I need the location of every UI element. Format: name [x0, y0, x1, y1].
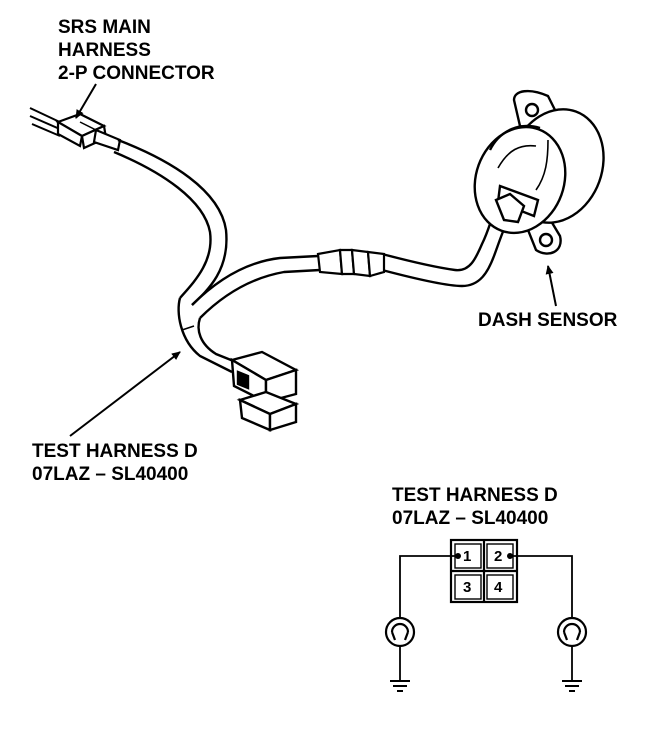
test-harness-schematic-line-1: TEST HARNESS D	[392, 485, 558, 506]
dash-sensor-label: DASH SENSOR	[478, 310, 618, 331]
ground-symbol-icon	[562, 680, 582, 692]
test-harness-lower-branch	[177, 297, 237, 374]
test-harness-left-line-1: TEST HARNESS D	[32, 441, 198, 462]
schematic-leads	[399, 555, 573, 680]
ground-symbol-icon	[390, 680, 410, 692]
pin-1-label: 1	[463, 548, 472, 565]
leader-arrows	[69, 83, 557, 437]
test-harness-label-left: TEST HARNESS D 07LAZ – SL40400	[32, 440, 198, 486]
srs-main-harness-line-2: HARNESS	[58, 40, 151, 61]
test-harness-schematic-line-2: 07LAZ – SL40400	[392, 508, 549, 529]
dash-sensor-body	[473, 89, 605, 255]
pin-dots	[455, 553, 513, 559]
pin-3-label: 3	[463, 579, 472, 596]
test-harness-left-line-2: 07LAZ – SL40400	[32, 464, 189, 485]
srs-main-harness-line-1: SRS MAIN	[58, 17, 151, 38]
test-lead-clip-icon	[384, 616, 416, 648]
srs-main-harness-label: SRS MAIN HARNESS 2-P CONNECTOR	[58, 16, 215, 85]
test-harness-d-connectors	[228, 350, 300, 432]
test-harness-cable-upper	[113, 138, 228, 306]
schematic-connector	[449, 538, 519, 604]
srs-2p-connector	[55, 112, 122, 152]
pin-4-label: 4	[494, 579, 503, 596]
test-harness-label-schematic: TEST HARNESS D 07LAZ – SL40400	[392, 484, 558, 530]
inline-connector	[316, 248, 386, 278]
test-lead-clip-icon	[556, 616, 588, 648]
srs-main-harness-line-3: 2-P CONNECTOR	[58, 63, 215, 84]
pin-2-label: 2	[494, 548, 503, 565]
